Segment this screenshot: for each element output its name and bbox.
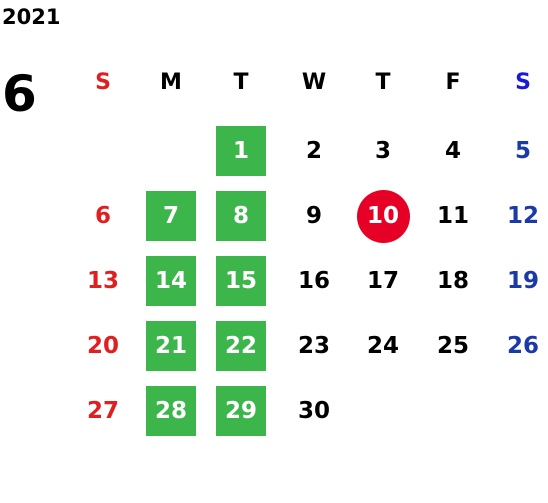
weekday-header-1: M <box>160 69 182 95</box>
day-cell-15[interactable]: 15 <box>216 256 266 306</box>
month-number: 6 <box>2 65 37 123</box>
day-cell-27[interactable]: 27 <box>86 398 119 424</box>
day-cell-1[interactable]: 1 <box>216 126 266 176</box>
weekday-header-3: W <box>301 69 327 95</box>
weekday-header-6: S <box>515 69 531 95</box>
day-cell-8[interactable]: 8 <box>216 191 266 241</box>
day-cell-11[interactable]: 11 <box>436 203 469 229</box>
day-cell-16[interactable]: 16 <box>297 268 330 294</box>
day-cell-2[interactable]: 2 <box>305 138 322 164</box>
day-cell-14[interactable]: 14 <box>146 256 196 306</box>
year-label: 2021 <box>2 5 61 29</box>
day-cell-26[interactable]: 26 <box>506 333 539 359</box>
weekday-header-5: F <box>445 69 461 95</box>
day-cell-29[interactable]: 29 <box>216 386 266 436</box>
day-cell-23[interactable]: 23 <box>297 333 330 359</box>
day-cell-17[interactable]: 17 <box>366 268 399 294</box>
day-cell-18[interactable]: 18 <box>436 268 469 294</box>
weekday-header-2: T <box>233 69 249 95</box>
day-cell-19[interactable]: 19 <box>506 268 539 294</box>
day-cell-12[interactable]: 12 <box>506 203 539 229</box>
day-cell-4[interactable]: 4 <box>444 138 461 164</box>
day-cell-6[interactable]: 6 <box>94 203 111 229</box>
day-cell-9[interactable]: 9 <box>305 203 322 229</box>
day-cell-5[interactable]: 5 <box>514 138 531 164</box>
day-cell-13[interactable]: 13 <box>86 268 119 294</box>
day-cell-25[interactable]: 25 <box>436 333 469 359</box>
day-cell-3[interactable]: 3 <box>374 138 391 164</box>
day-cell-22[interactable]: 22 <box>216 321 266 371</box>
weekday-header-0: S <box>95 69 111 95</box>
day-cell-21[interactable]: 21 <box>146 321 196 371</box>
day-cell-20[interactable]: 20 <box>86 333 119 359</box>
day-cell-7[interactable]: 7 <box>146 191 196 241</box>
weekday-header-4: T <box>375 69 391 95</box>
day-cell-24[interactable]: 24 <box>366 333 399 359</box>
day-cell-28[interactable]: 28 <box>146 386 196 436</box>
day-cell-today[interactable]: 10 <box>356 189 410 243</box>
day-cell-30[interactable]: 30 <box>297 398 330 424</box>
